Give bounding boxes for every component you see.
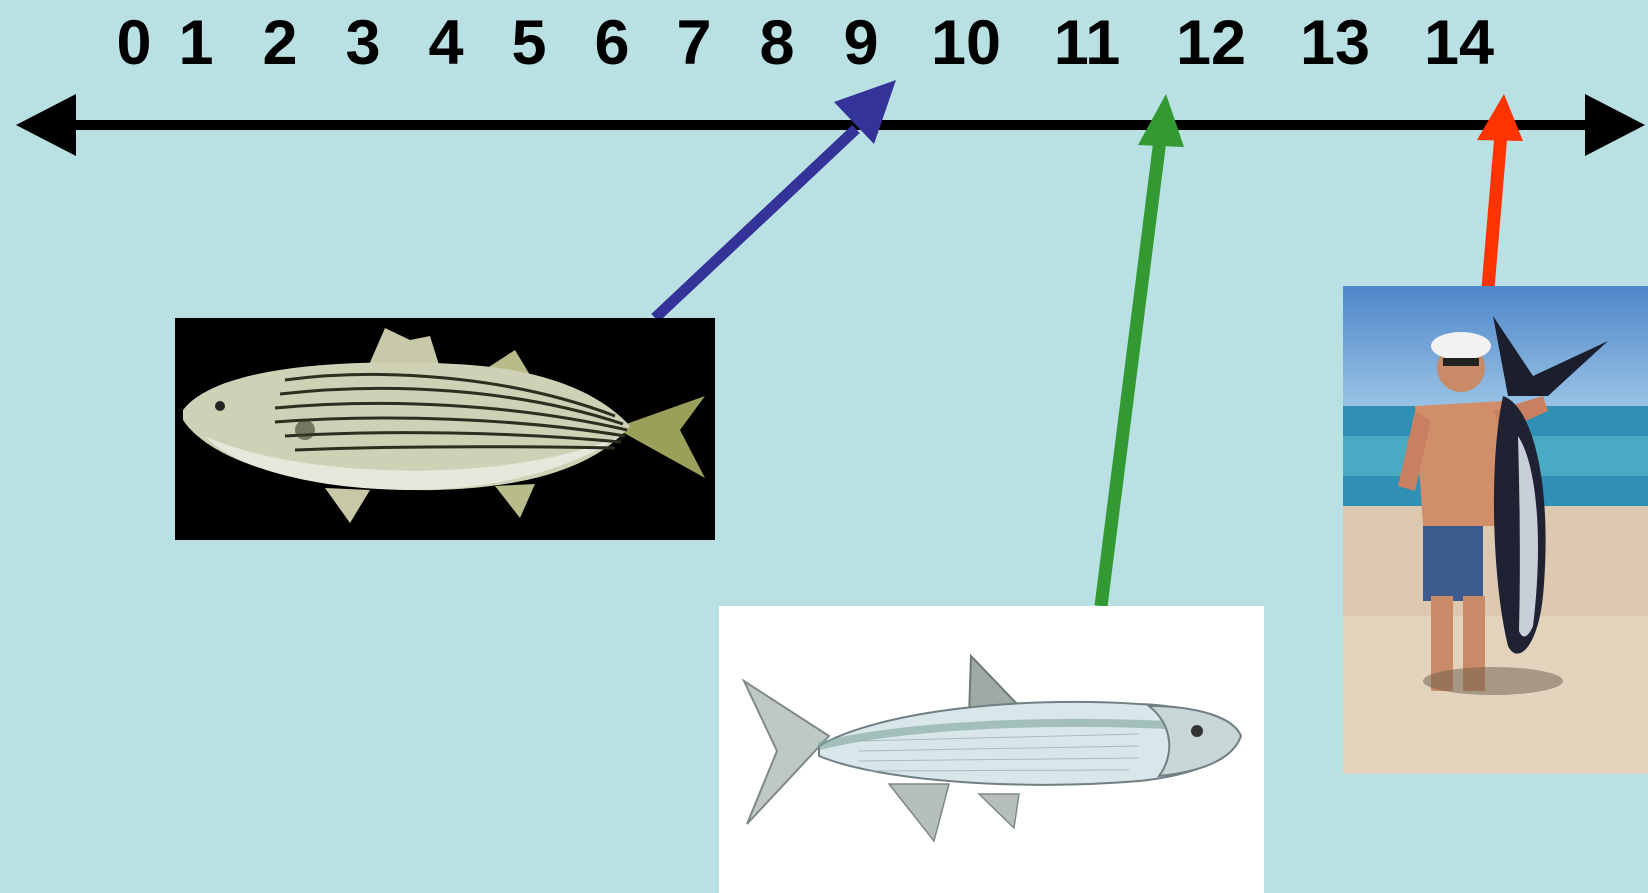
tick-label-12: 12 bbox=[1176, 8, 1246, 78]
green-arrowhead-icon bbox=[1138, 94, 1184, 147]
tarpon-illustration bbox=[719, 606, 1264, 893]
tick-label-10: 10 bbox=[931, 8, 1001, 78]
tuna-catch-photo bbox=[1343, 286, 1648, 774]
right-arrowhead-icon bbox=[1585, 94, 1645, 156]
tick-labels: 0 1 2 3 4 5 6 7 8 9 10 11 12 13 14 bbox=[116, 8, 1494, 78]
tick-label-8: 8 bbox=[759, 8, 794, 78]
arrow-to-14 bbox=[1477, 94, 1523, 289]
number-line bbox=[16, 94, 1645, 156]
arrow-to-9 bbox=[651, 80, 896, 323]
red-arrowhead-icon bbox=[1477, 94, 1523, 141]
tick-label-2: 2 bbox=[262, 8, 297, 78]
tick-label-0: 0 bbox=[116, 8, 151, 78]
tick-label-6: 6 bbox=[594, 8, 629, 78]
tick-label-11: 11 bbox=[1054, 8, 1121, 78]
left-arrowhead-icon bbox=[16, 94, 76, 156]
tick-label-13: 13 bbox=[1300, 8, 1370, 78]
tick-label-1: 1 bbox=[178, 8, 213, 78]
striped-bass-icon bbox=[183, 328, 705, 523]
arrow-to-12 bbox=[1094, 94, 1184, 607]
striped-bass-photo bbox=[175, 318, 715, 540]
blue-arrowhead-icon bbox=[834, 80, 896, 144]
tarpon-icon bbox=[741, 653, 1243, 843]
man-holding-bluefin-tuna-icon bbox=[1343, 286, 1648, 774]
tick-label-9: 9 bbox=[843, 8, 878, 78]
tick-label-3: 3 bbox=[345, 8, 380, 78]
tick-label-14: 14 bbox=[1424, 8, 1494, 78]
tick-label-5: 5 bbox=[511, 8, 546, 78]
tick-label-7: 7 bbox=[676, 8, 711, 78]
tick-label-4: 4 bbox=[428, 8, 463, 78]
